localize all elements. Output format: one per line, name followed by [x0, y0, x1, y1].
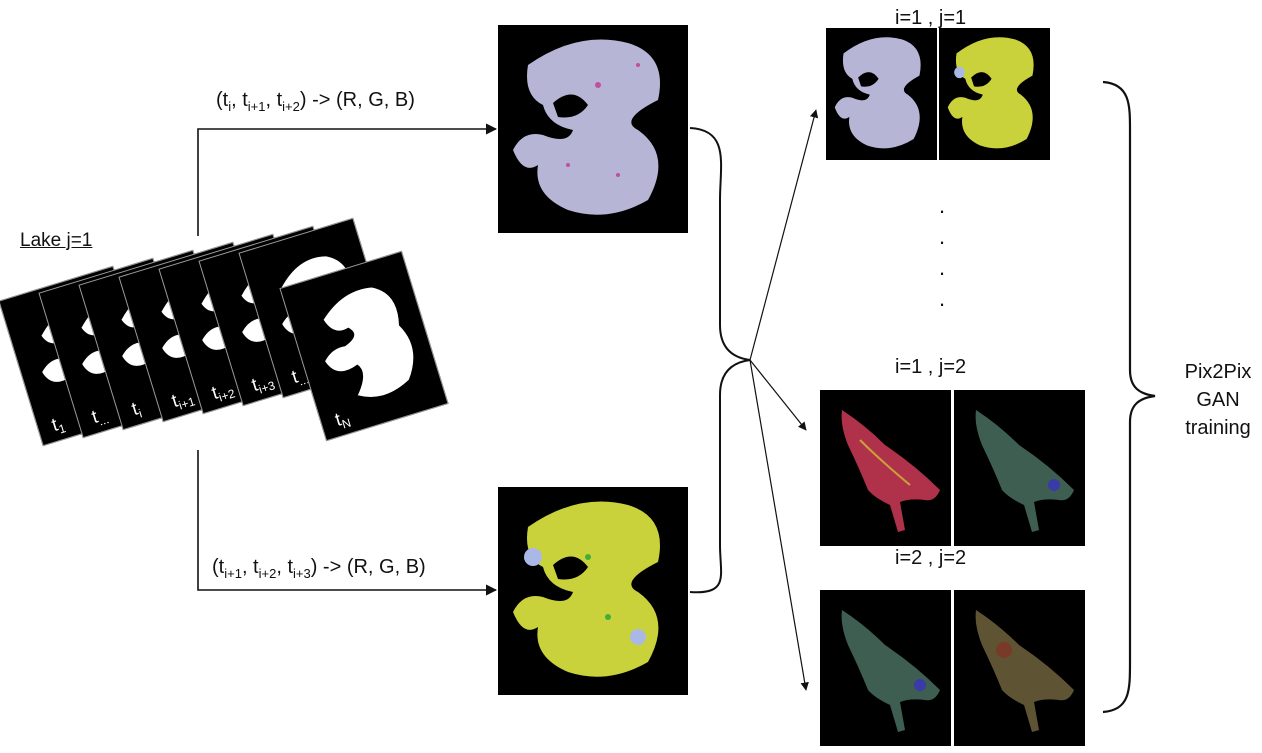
pair-target-image	[939, 28, 1050, 160]
mapping-label-bottom: (ti+1, ti+2, ti+3) -> (R, G, B)	[212, 556, 426, 581]
training-pair-1	[826, 28, 1050, 160]
pair-label-3: i=2 , j=2	[895, 547, 967, 569]
lake-composite-yellow	[947, 37, 1034, 149]
lake-composite-yellow	[513, 501, 660, 677]
lake-composite-brown	[975, 610, 1074, 732]
composite-image-top	[498, 25, 688, 233]
merge-brace	[689, 127, 751, 594]
lake-composite-green	[841, 610, 940, 732]
composite-image-bottom	[498, 487, 688, 695]
training-brace	[1102, 80, 1156, 714]
arrow-to-pair-1	[749, 109, 819, 361]
pair-input-image	[826, 28, 937, 160]
pair-target-image	[954, 590, 1085, 746]
lake-composite-red	[841, 410, 940, 532]
training-pair-3	[820, 590, 1085, 746]
pair-label-2: i=1 , j=2	[895, 356, 967, 378]
mask-image	[323, 287, 414, 397]
training-pair-2	[820, 390, 1085, 546]
pair-label-1: i=1 , j=1	[895, 7, 967, 29]
arrow-to-pair-3	[749, 359, 809, 691]
pair-input-image	[820, 390, 951, 546]
lake-label: Lake j=1	[20, 230, 93, 251]
lake-composite-green	[975, 410, 1074, 532]
arrow-to-pair-2	[749, 359, 807, 431]
ellipsis-dots: ····	[938, 198, 946, 316]
training-label: Pix2Pix GAN training	[1184, 361, 1252, 439]
mapping-label-top: (ti, ti+1, ti+2) -> (R, G, B)	[216, 89, 415, 114]
lake-composite-purple	[834, 37, 921, 149]
pair-target-image	[954, 390, 1085, 546]
frame-tN: tN	[279, 250, 449, 442]
lake-composite-purple	[513, 39, 660, 215]
pair-input-image	[820, 590, 951, 746]
